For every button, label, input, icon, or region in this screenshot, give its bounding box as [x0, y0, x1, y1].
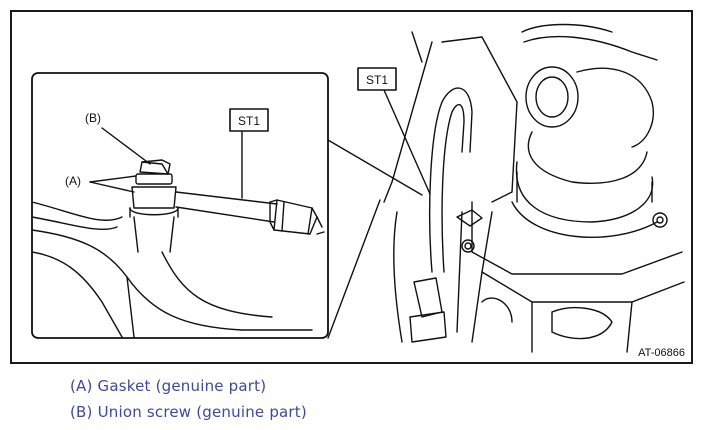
main-assembly-view: [383, 23, 685, 353]
callout-a: (A): [65, 174, 81, 188]
figure-id: AT-06866: [638, 347, 685, 359]
callout-st1-main: ST1: [366, 73, 388, 87]
figure-frame: (B) (A) ST1 ST1 AT-06866: [10, 10, 693, 364]
callout-st1-inset: ST1: [238, 114, 260, 128]
inset-detail: [31, 72, 423, 339]
legend-item-union-screw: (B) Union screw (genuine part): [70, 403, 307, 421]
technical-illustration: (B) (A) ST1 ST1: [31, 23, 685, 353]
legend-item-gasket: (A) Gasket (genuine part): [70, 377, 267, 395]
callout-b: (B): [85, 111, 101, 125]
